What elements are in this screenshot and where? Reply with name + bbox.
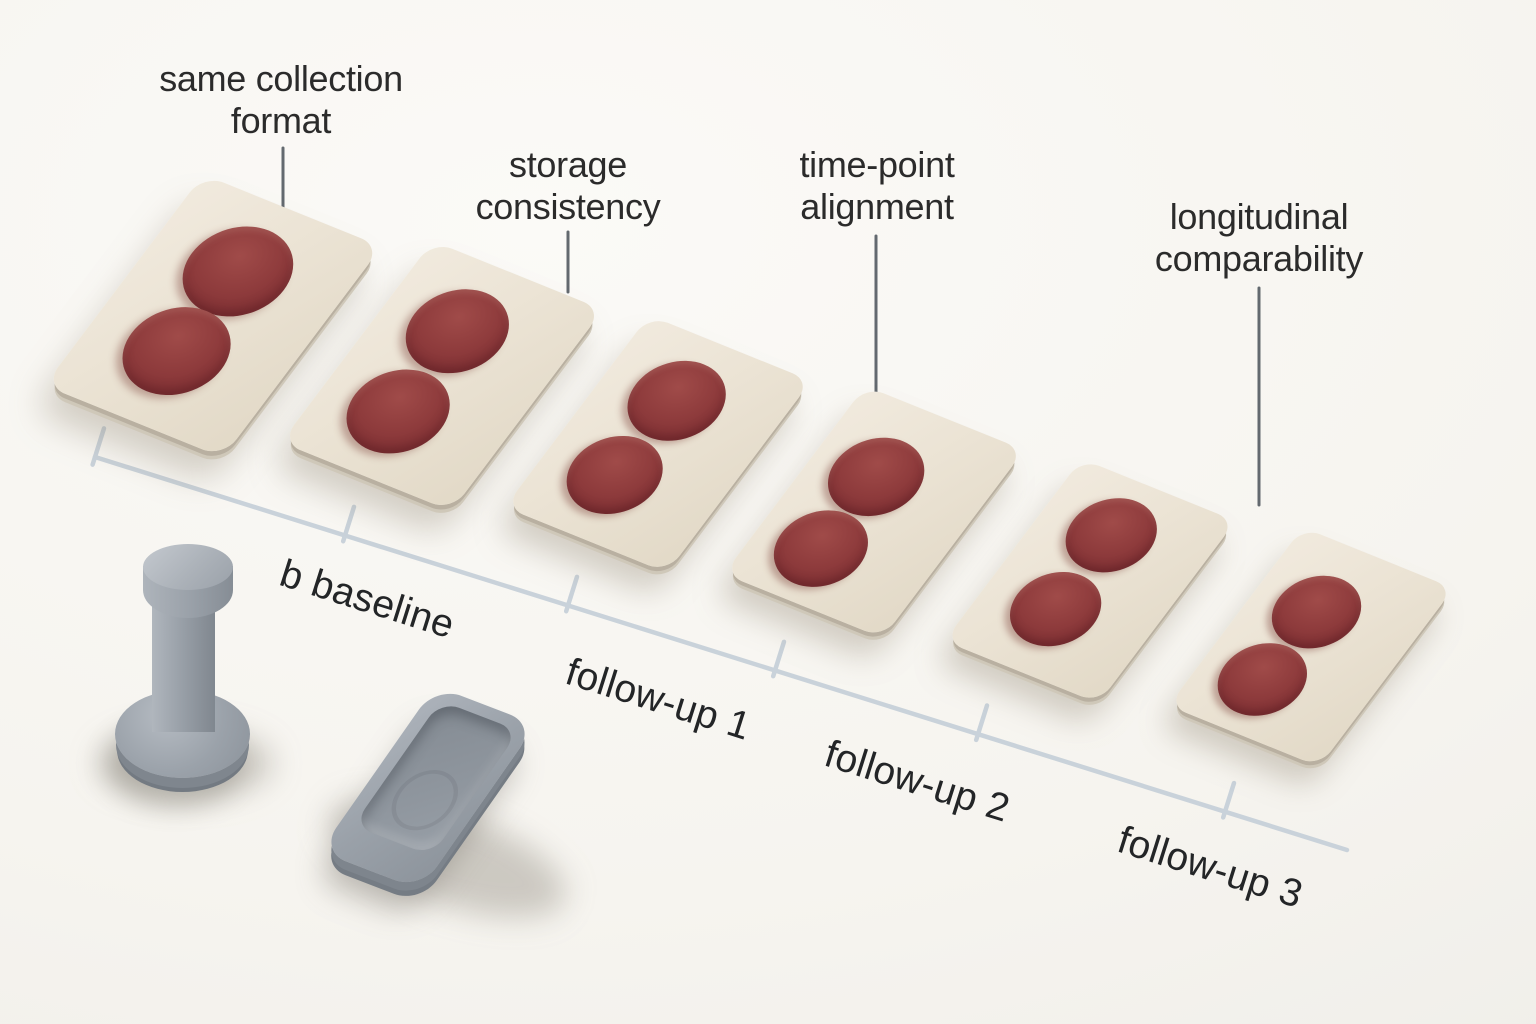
annotation-line: consistency xyxy=(475,186,661,228)
annotation-line: alignment xyxy=(800,186,954,228)
timeline-tick xyxy=(770,639,787,679)
timeline-axis xyxy=(92,454,1350,853)
stamp-cap-top xyxy=(143,544,233,590)
timeline-start-cap xyxy=(90,426,107,467)
blood-spot xyxy=(1047,486,1175,585)
annotation-line: same collection xyxy=(159,58,403,99)
annotation-line: format xyxy=(230,100,332,142)
annotation-longitudinal-comparability: longitudinal comparability xyxy=(1155,196,1363,281)
annotation-line: storage xyxy=(509,144,627,185)
annotation-storage-consistency: storage consistency xyxy=(476,144,661,229)
timeline-tick xyxy=(973,703,990,743)
timeline-tick xyxy=(340,504,357,544)
annotation-line: time-point xyxy=(799,144,955,185)
annotation-same-collection-format: same collection format xyxy=(159,58,403,143)
annotation-time-point-alignment: time-point alignment xyxy=(799,144,954,229)
timeline-tick xyxy=(1220,780,1237,820)
timeline-tick xyxy=(563,574,580,614)
stamp-stem xyxy=(152,600,215,732)
blood-spot xyxy=(991,559,1119,659)
lancet-stamp xyxy=(100,538,270,808)
annotation-line: longitudinal xyxy=(1169,196,1349,237)
tray-inner-ridge xyxy=(378,761,471,839)
annotation-line: comparability xyxy=(1154,238,1364,280)
